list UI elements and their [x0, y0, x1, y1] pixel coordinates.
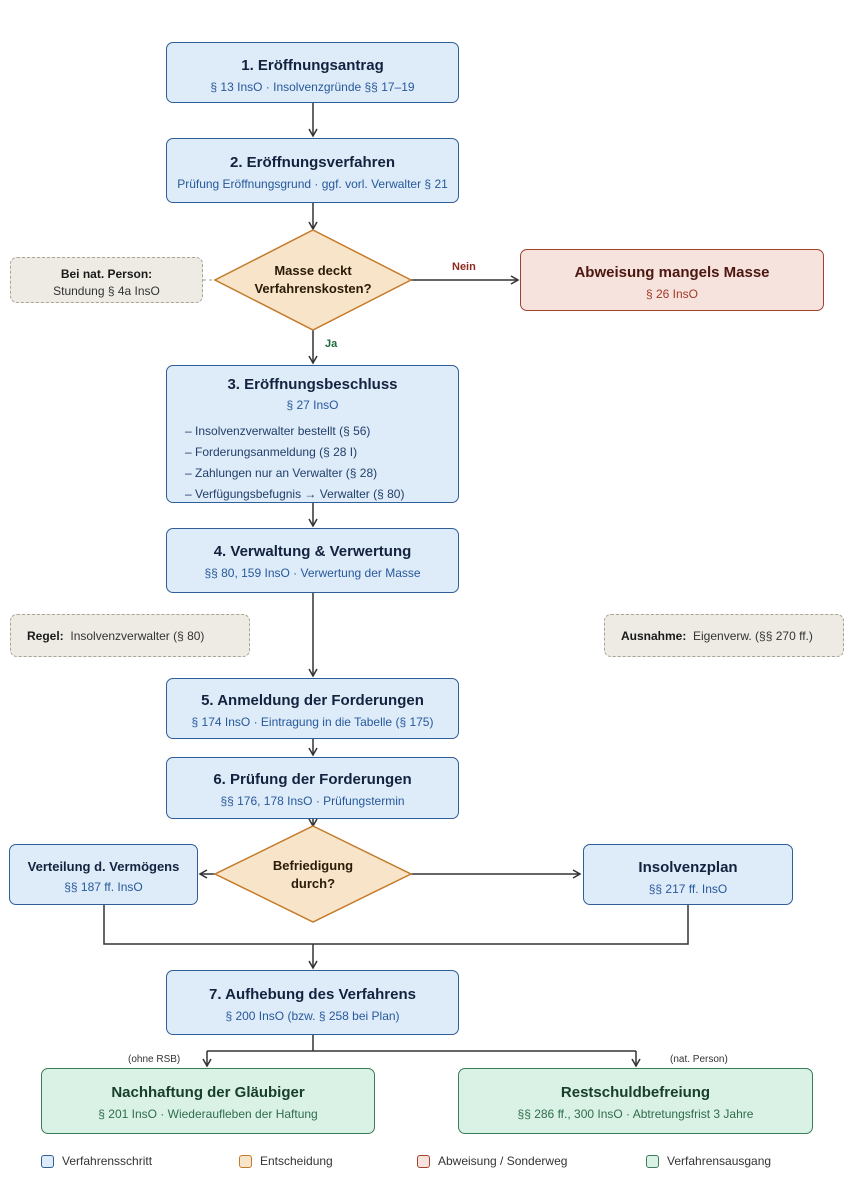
list-item: – Verfügungsbefugnis → Verwalter (§ 80)	[185, 487, 405, 501]
legend-swatch	[417, 1154, 430, 1168]
decision-line: Verfahrenskosten?	[254, 281, 372, 296]
legend-label: Verfahrensausgang	[667, 1154, 772, 1168]
note-ausnahme: Ausnahme: Eigenverw. (§§ 270 ff.)	[604, 614, 844, 657]
list-item: – Insolvenzverwalter bestellt (§ 56)	[185, 424, 371, 438]
box-subtitle: § 201 InsO · Wiederaufleben der Haftung	[98, 1107, 318, 1121]
step-eroeffnungsantrag: 1. Eröffnungsantrag § 13 InsO · Insolven…	[166, 42, 459, 103]
box-abweisung-mangels-masse: Abweisung mangels Masse § 26 InsO	[520, 249, 824, 311]
step-title: 5. Anmeldung der Forderungen	[201, 692, 424, 709]
step-title: 2. Eröffnungsverfahren	[229, 154, 396, 171]
step-aufhebung-verfahren: 7. Aufhebung des Verfahrens § 200 InsO (…	[166, 970, 459, 1035]
step-title: 4. Verwaltung & Verwertung	[213, 543, 412, 560]
step-subtitle: § 174 InsO · Eintragung in die Tabelle (…	[191, 715, 434, 729]
step-pruefung-forderungen: 6. Prüfung der Forderungen §§ 176, 178 I…	[166, 757, 459, 819]
note-text: Insolvenzverwalter (§ 80)	[70, 629, 205, 643]
list-item: – Forderungsanmeldung (§ 28 I)	[185, 445, 358, 459]
step-title: 1. Eröffnungsantrag	[241, 57, 384, 74]
box-title: Restschuldbefreiung	[560, 1084, 711, 1101]
decision-line: durch?	[290, 876, 336, 891]
step-title: 6. Prüfung der Forderungen	[213, 771, 412, 788]
step-eroeffnungsverfahren: 2. Eröffnungsverfahren Prüfung Eröffnung…	[166, 138, 459, 203]
box-title: Nachhaftung der Gläubiger	[111, 1084, 305, 1101]
legend-label: Verfahrensschritt	[62, 1154, 153, 1168]
step-title: 3. Eröffnungsbeschluss	[227, 376, 398, 393]
box-nachhaftung-glaeubiger: Nachhaftung der Gläubiger § 201 InsO · W…	[41, 1068, 375, 1134]
legend-verfahrensausgang: Verfahrensausgang	[646, 1153, 771, 1169]
list-item: – Zahlungen nur an Verwalter (§ 28)	[185, 466, 378, 480]
label-nein: Nein	[452, 261, 476, 273]
box-subtitle: §§ 286 ff., 300 InsO · Abtretungsfrist 3…	[517, 1107, 754, 1121]
decision-line: Befriedigung	[272, 858, 354, 873]
note-bold: Regel:	[27, 629, 64, 643]
label-ja: Ja	[325, 338, 338, 350]
box-title: Insolvenzplan	[638, 859, 738, 876]
decision-masse-text: Masse deckt Verfahrenskosten?	[225, 262, 401, 298]
box-subtitle: §§ 187 ff. InsO	[64, 880, 143, 894]
box-insolvenzplan: Insolvenzplan §§ 217 ff. InsO	[583, 844, 793, 905]
step-eroeffnungsbeschluss: 3. Eröffnungsbeschluss § 27 InsO – Insol…	[166, 365, 459, 503]
box-verteilung-vermoegen: Verteilung d. Vermögens §§ 187 ff. InsO	[9, 844, 198, 905]
step-subtitle: Prüfung Eröffnungsgrund · ggf. vorl. Ver…	[177, 177, 448, 191]
note-bold: Bei nat. Person:	[60, 267, 153, 281]
box-title: Abweisung mangels Masse	[574, 264, 770, 281]
step-anmeldung-forderungen: 5. Anmeldung der Forderungen § 174 InsO …	[166, 678, 459, 739]
legend-abweisung-sonderweg: Abweisung / Sonderweg	[417, 1153, 567, 1169]
step-items: – Insolvenzverwalter bestellt (§ 56) – F…	[167, 421, 458, 505]
label-nat-person: (nat. Person)	[670, 1054, 728, 1065]
step-subtitle: § 27 InsO	[286, 398, 339, 412]
note-text: Eigenverw. (§§ 270 ff.)	[693, 629, 813, 643]
decision-befriedigung-diamond	[213, 825, 413, 923]
merge-line	[103, 904, 689, 945]
decision-line: Masse deckt	[274, 263, 352, 278]
decision-masse-diamond	[213, 229, 413, 331]
legend-label: Abweisung / Sonderweg	[438, 1154, 568, 1168]
box-title: Verteilung d. Vermögens	[27, 859, 180, 874]
box-subtitle: § 26 InsO	[645, 287, 699, 301]
legend-label: Entscheidung	[260, 1154, 333, 1168]
note-text: Stundung § 4a InsO	[53, 284, 160, 298]
note-regel: Regel: Insolvenzverwalter (§ 80)	[10, 614, 250, 657]
note-bold: Ausnahme:	[621, 629, 687, 643]
box-restschuldbefreiung: Restschuldbefreiung §§ 286 ff., 300 InsO…	[458, 1068, 813, 1134]
label-ohne-rsb: (ohne RSB)	[128, 1054, 181, 1065]
legend-swatch	[41, 1154, 54, 1168]
note-natural-person: Bei nat. Person: Stundung § 4a InsO	[10, 257, 203, 303]
step-verwaltung-verwertung: 4. Verwaltung & Verwertung §§ 80, 159 In…	[166, 528, 459, 593]
legend-verfahrensschritt: Verfahrensschritt	[41, 1153, 152, 1169]
step-subtitle: §§ 80, 159 InsO · Verwertung der Masse	[204, 566, 421, 580]
step-subtitle: § 13 InsO · Insolvenzgründe §§ 17–19	[210, 80, 415, 94]
legend-swatch	[646, 1154, 659, 1168]
box-subtitle: §§ 217 ff. InsO	[648, 882, 728, 896]
legend-entscheidung: Entscheidung	[239, 1153, 333, 1169]
step-subtitle: §§ 176, 178 InsO · Prüfungstermin	[220, 794, 405, 808]
step-title: 7. Aufhebung des Verfahrens	[209, 986, 416, 1003]
step-subtitle: § 200 InsO (bzw. § 258 bei Plan)	[225, 1009, 400, 1023]
decision-befriedigung-text: Befriedigung durch?	[225, 857, 401, 893]
legend-swatch	[239, 1154, 252, 1168]
